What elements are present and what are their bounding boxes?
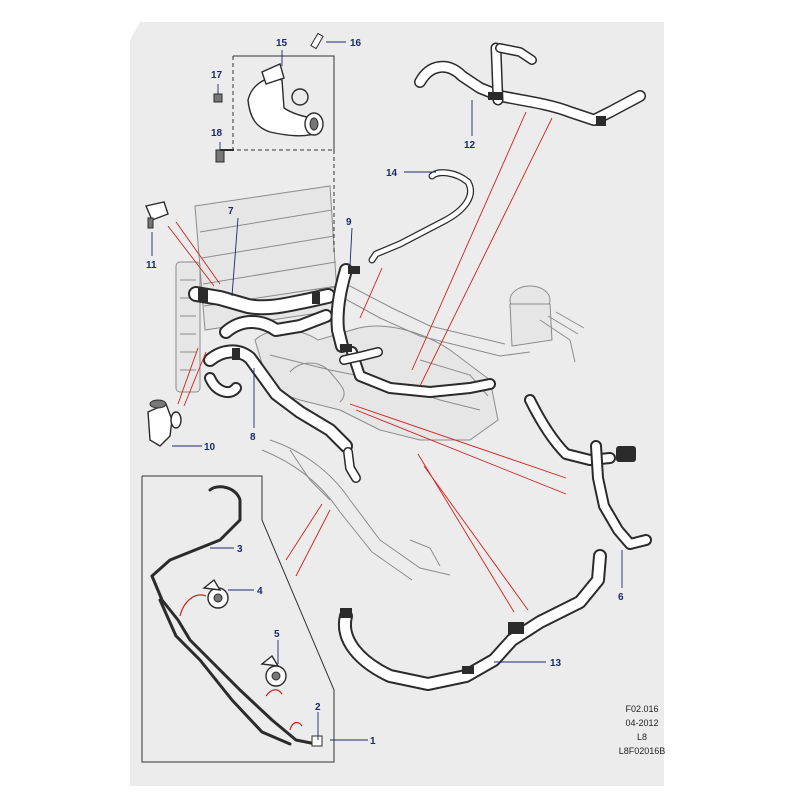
callout-6: 6 <box>618 592 624 603</box>
callout-3: 3 <box>237 544 243 555</box>
callout-9: 9 <box>346 217 352 228</box>
coolant-hoses <box>188 42 652 691</box>
figure-code: F02.016 <box>625 704 658 714</box>
callout-10: 10 <box>204 442 216 453</box>
callout-11: 11 <box>146 260 157 271</box>
callout-15: 15 <box>276 38 288 49</box>
callout-13: 13 <box>550 658 562 669</box>
leader-lines <box>151 41 623 741</box>
callout-14: 14 <box>386 168 398 179</box>
reference-codes: F02.016 04-2012 L8 L8F02016B <box>619 704 666 756</box>
callout-5: 5 <box>274 629 280 640</box>
callout-4: 4 <box>257 586 263 597</box>
callout-1: 1 <box>370 736 376 747</box>
inset-box-thermostat <box>213 32 335 255</box>
callout-18: 18 <box>211 128 223 139</box>
date-code: 04-2012 <box>625 718 658 728</box>
callout-8: 8 <box>250 432 256 443</box>
callout-12: 12 <box>464 140 476 151</box>
reference-lines <box>167 111 567 613</box>
callout-7: 7 <box>228 206 234 217</box>
components <box>145 92 606 674</box>
callouts: 1 2 3 4 5 6 7 8 9 10 11 12 13 14 15 16 1… <box>146 38 624 747</box>
callout-17: 17 <box>211 70 223 81</box>
model-code: L8 <box>637 732 647 742</box>
illustration-code: L8F02016B <box>619 746 666 756</box>
callout-2: 2 <box>315 702 321 713</box>
inset-box-hose-kit <box>141 475 335 763</box>
callout-16: 16 <box>350 38 362 49</box>
